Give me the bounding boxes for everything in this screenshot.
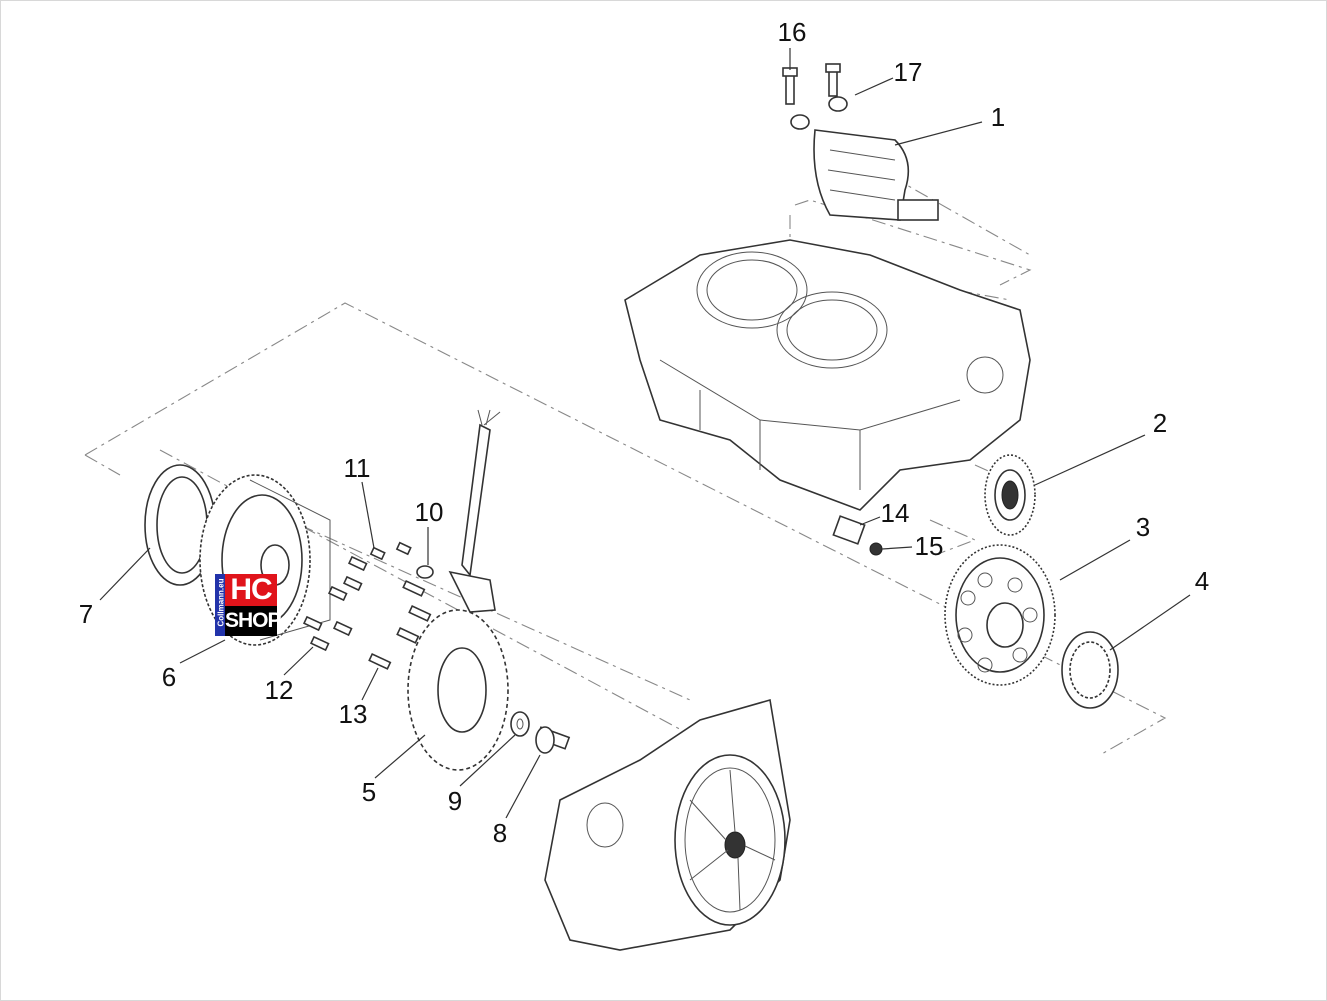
callout-9: 9 xyxy=(448,786,462,816)
callout-10: 10 xyxy=(415,497,444,527)
callout-12: 12 xyxy=(265,675,294,705)
logo-hc: HC xyxy=(225,574,277,606)
part-bolt-8[interactable] xyxy=(535,726,571,754)
part-ring-7[interactable] xyxy=(144,464,216,586)
part-pickup-wiring-10[interactable] xyxy=(416,409,501,613)
leader-lines xyxy=(99,48,1191,819)
callout-17: 17 xyxy=(894,57,923,87)
callout-3: 3 xyxy=(1136,512,1150,542)
callout-14: 14 xyxy=(881,498,910,528)
part-bolts-16-17[interactable] xyxy=(782,63,848,130)
part-gear-3[interactable] xyxy=(944,544,1056,686)
part-starter-motor[interactable] xyxy=(813,129,939,221)
hc-shop-logo: Collmann.eu HC SHOP xyxy=(215,574,282,636)
callout-16: 16 xyxy=(778,17,807,47)
callout-labels: 1 2 3 4 5 6 7 8 9 10 11 12 13 14 15 16 1… xyxy=(79,17,1209,848)
part-screws[interactable] xyxy=(302,541,432,670)
callout-13: 13 xyxy=(339,699,368,729)
logo-side-band: Collmann.eu xyxy=(215,574,226,636)
callout-2: 2 xyxy=(1153,408,1167,438)
logo-shop: SHOP xyxy=(225,609,282,632)
callout-8: 8 xyxy=(493,818,507,848)
callout-15: 15 xyxy=(915,531,944,561)
part-sensor-14-15[interactable] xyxy=(832,515,883,556)
callout-6: 6 xyxy=(162,662,176,692)
part-gear-2[interactable] xyxy=(984,454,1036,536)
part-crankcase xyxy=(624,239,1031,511)
callout-7: 7 xyxy=(79,599,93,629)
callout-11: 11 xyxy=(344,453,371,483)
callout-1: 1 xyxy=(991,102,1005,132)
callout-4: 4 xyxy=(1195,566,1209,596)
part-washer-9[interactable] xyxy=(510,711,530,737)
part-freewheel-4[interactable] xyxy=(1061,631,1119,709)
callout-5: 5 xyxy=(362,777,376,807)
part-stator-5[interactable] xyxy=(407,609,509,771)
part-generator-cover xyxy=(544,698,791,951)
